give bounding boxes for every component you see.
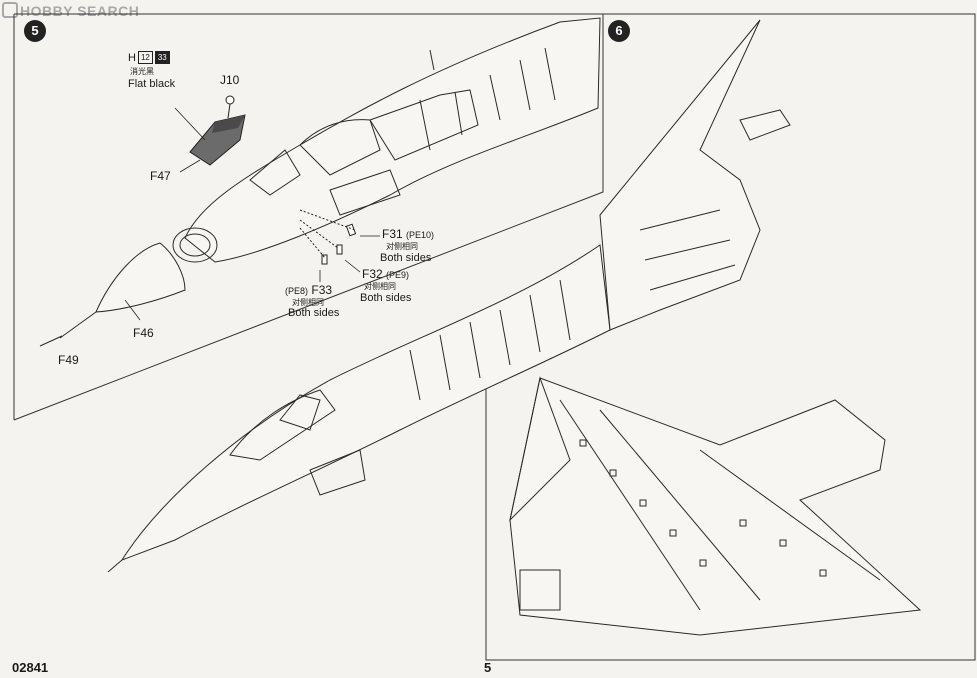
part-f33-en: Both sides — [288, 307, 340, 319]
part-f32-en: Both sides — [360, 292, 412, 304]
paint-callout: H 12 33 — [128, 51, 170, 64]
canopy-part-f47 — [189, 114, 246, 166]
paint-code-b: 33 — [154, 51, 170, 64]
paint-letter: H — [128, 51, 136, 64]
kit-number: 02841 — [12, 660, 49, 675]
part-label-f32: F32 (PE9) — [362, 268, 409, 281]
delta-wing — [509, 376, 922, 636]
rear-fuselage — [599, 19, 791, 331]
watermark-logo-icon — [2, 2, 18, 18]
part-label-f31: F31 (PE10) — [382, 228, 434, 241]
part-f31-pe: (PE10) — [406, 230, 435, 240]
small-parts — [299, 209, 357, 265]
part-f32-pe: (PE9) — [386, 270, 410, 280]
page-number: 5 — [484, 660, 492, 675]
part-label-f33: (PE8) F33 — [285, 284, 332, 297]
leader-lines — [124, 107, 380, 321]
paint-name-en: Flat black — [128, 78, 176, 90]
paint-name-cn: 消光黑 — [130, 67, 154, 76]
assembled-fuselage — [107, 244, 611, 573]
part-label-f46: F46 — [133, 326, 154, 340]
watermark-text: HOBBY SEARCH — [20, 3, 140, 19]
nose-cone-f46 — [39, 242, 186, 347]
step-5-badge: 5 — [24, 20, 46, 42]
part-label-f49: F49 — [58, 353, 79, 367]
watermark: HOBBY SEARCH — [2, 2, 139, 19]
part-label-f47: F47 — [150, 169, 171, 183]
part-f33-cn: 对侧相同 — [292, 298, 324, 307]
paint-code-a: 12 — [137, 51, 153, 64]
part-label-j10: J10 — [220, 73, 240, 87]
part-j10 — [225, 95, 235, 119]
part-f31-cn: 对侧相同 — [386, 242, 418, 251]
part-f32-code: F32 — [362, 267, 383, 281]
part-f33-code: F33 — [311, 283, 333, 297]
part-f31-en: Both sides — [380, 252, 432, 264]
part-f32-cn: 对侧相同 — [364, 282, 396, 291]
step-6-badge: 6 — [608, 20, 630, 42]
part-f33-pe: (PE8) — [285, 286, 309, 296]
step-6-frame — [485, 13, 976, 661]
forward-fuselage — [172, 17, 601, 263]
part-f31-code: F31 — [382, 227, 403, 241]
